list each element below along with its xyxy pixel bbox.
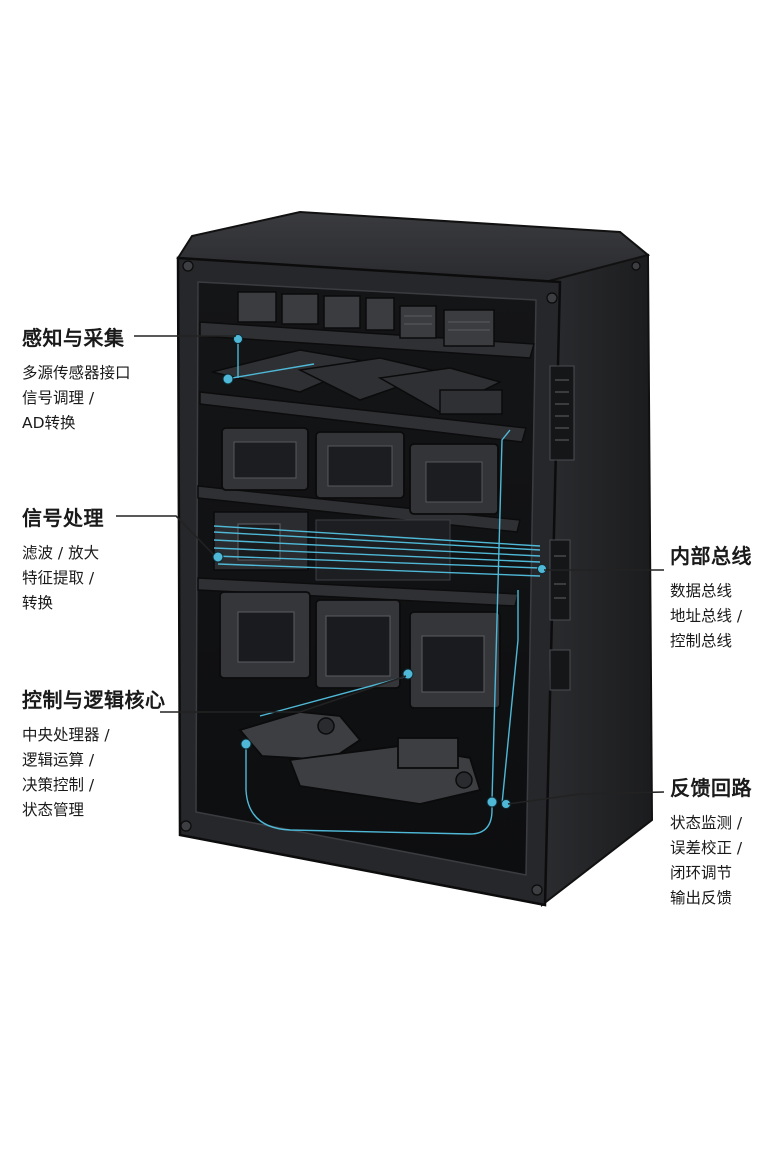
label-control-line: 状态管理: [22, 801, 85, 819]
sensing-boards: [211, 349, 503, 415]
label-feedback-line: 闭环调节: [670, 864, 733, 882]
label-sensing-title: 感知与采集: [22, 326, 125, 350]
label-sensing-details: 多源传感器接口 信号调理 / AD转换: [22, 361, 131, 436]
label-feedback-details: 状态监测 / 误差校正 / 闭环调节 输出反馈: [670, 811, 752, 911]
label-sensing-line: AD转换: [22, 414, 76, 432]
label-feedback-line: 误差校正 /: [670, 839, 743, 857]
label-signal-line: 滤波 / 放大: [22, 544, 100, 562]
label-bus-line: 控制总线: [670, 632, 733, 650]
side-connectors: [549, 365, 575, 691]
label-sensing-line: 信号调理 /: [22, 389, 95, 407]
label-control-line: 逻辑运算 /: [22, 751, 95, 769]
signal-traces: [213, 336, 541, 835]
label-signal-title: 信号处理: [22, 506, 104, 530]
corner-screws: [180, 260, 641, 896]
label-feedback-title: 反馈回路: [670, 776, 752, 800]
label-control-line: 中央处理器 /: [22, 726, 110, 744]
label-control: 控制与逻辑核心 中央处理器 / 逻辑运算 / 决策控制 / 状态管理: [22, 684, 166, 823]
leader-lines: [116, 335, 665, 805]
label-signal-details: 滤波 / 放大 特征提取 / 转换: [22, 541, 104, 616]
label-bus-line: 地址总线 /: [670, 607, 743, 625]
label-control-title: 控制与逻辑核心: [22, 688, 166, 712]
label-control-line: 决策控制 /: [22, 776, 95, 794]
label-feedback-line: 输出反馈: [670, 889, 733, 907]
label-bus-line: 数据总线: [670, 582, 733, 600]
sensing-modules: [237, 291, 495, 347]
label-bus: 内部总线 数据总线 地址总线 / 控制总线: [670, 540, 752, 654]
label-sensing: 感知与采集 多源传感器接口 信号调理 / AD转换: [22, 322, 131, 436]
label-feedback-line: 状态监测 /: [670, 814, 743, 832]
label-feedback: 反馈回路 状态监测 / 误差校正 / 闭环调节 输出反馈: [670, 772, 752, 911]
label-signal-line: 特征提取 /: [22, 569, 95, 587]
label-signal: 信号处理 滤波 / 放大 特征提取 / 转换: [22, 502, 104, 616]
label-signal-line: 转换: [22, 594, 54, 612]
label-control-details: 中央处理器 / 逻辑运算 / 决策控制 / 状态管理: [22, 723, 166, 823]
label-sensing-line: 多源传感器接口: [22, 364, 131, 382]
label-bus-title: 内部总线: [670, 544, 752, 568]
label-bus-details: 数据总线 地址总线 / 控制总线: [670, 579, 752, 654]
